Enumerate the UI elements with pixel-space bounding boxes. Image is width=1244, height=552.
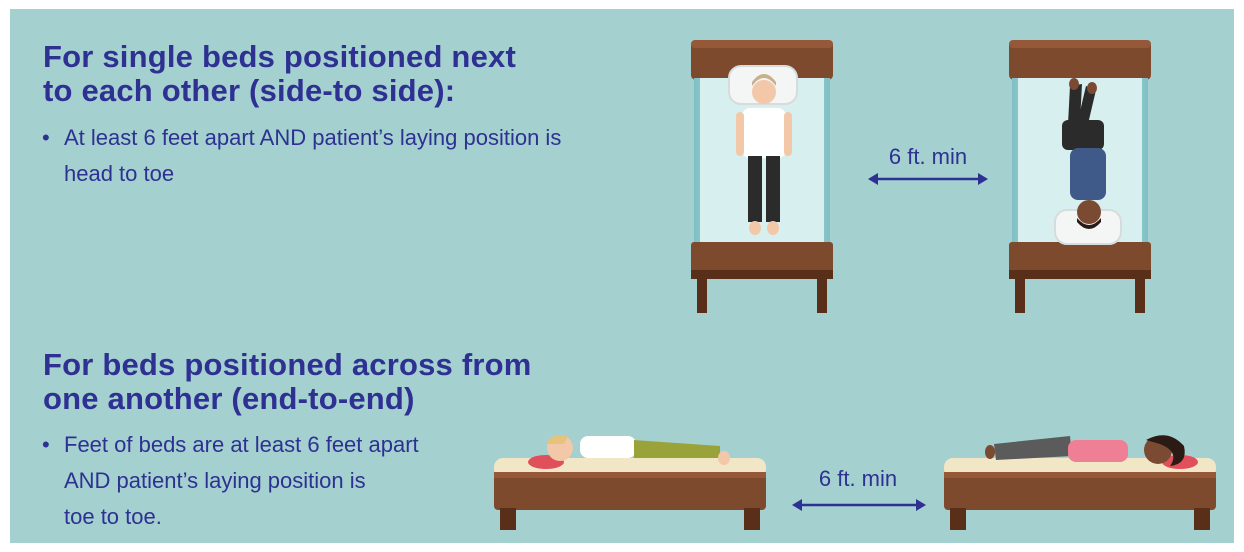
double-arrow-icon [868, 173, 988, 185]
bed-side-view-icon [944, 458, 1216, 530]
bed-side-view-icon [494, 458, 766, 530]
double-arrow-icon [792, 499, 926, 511]
